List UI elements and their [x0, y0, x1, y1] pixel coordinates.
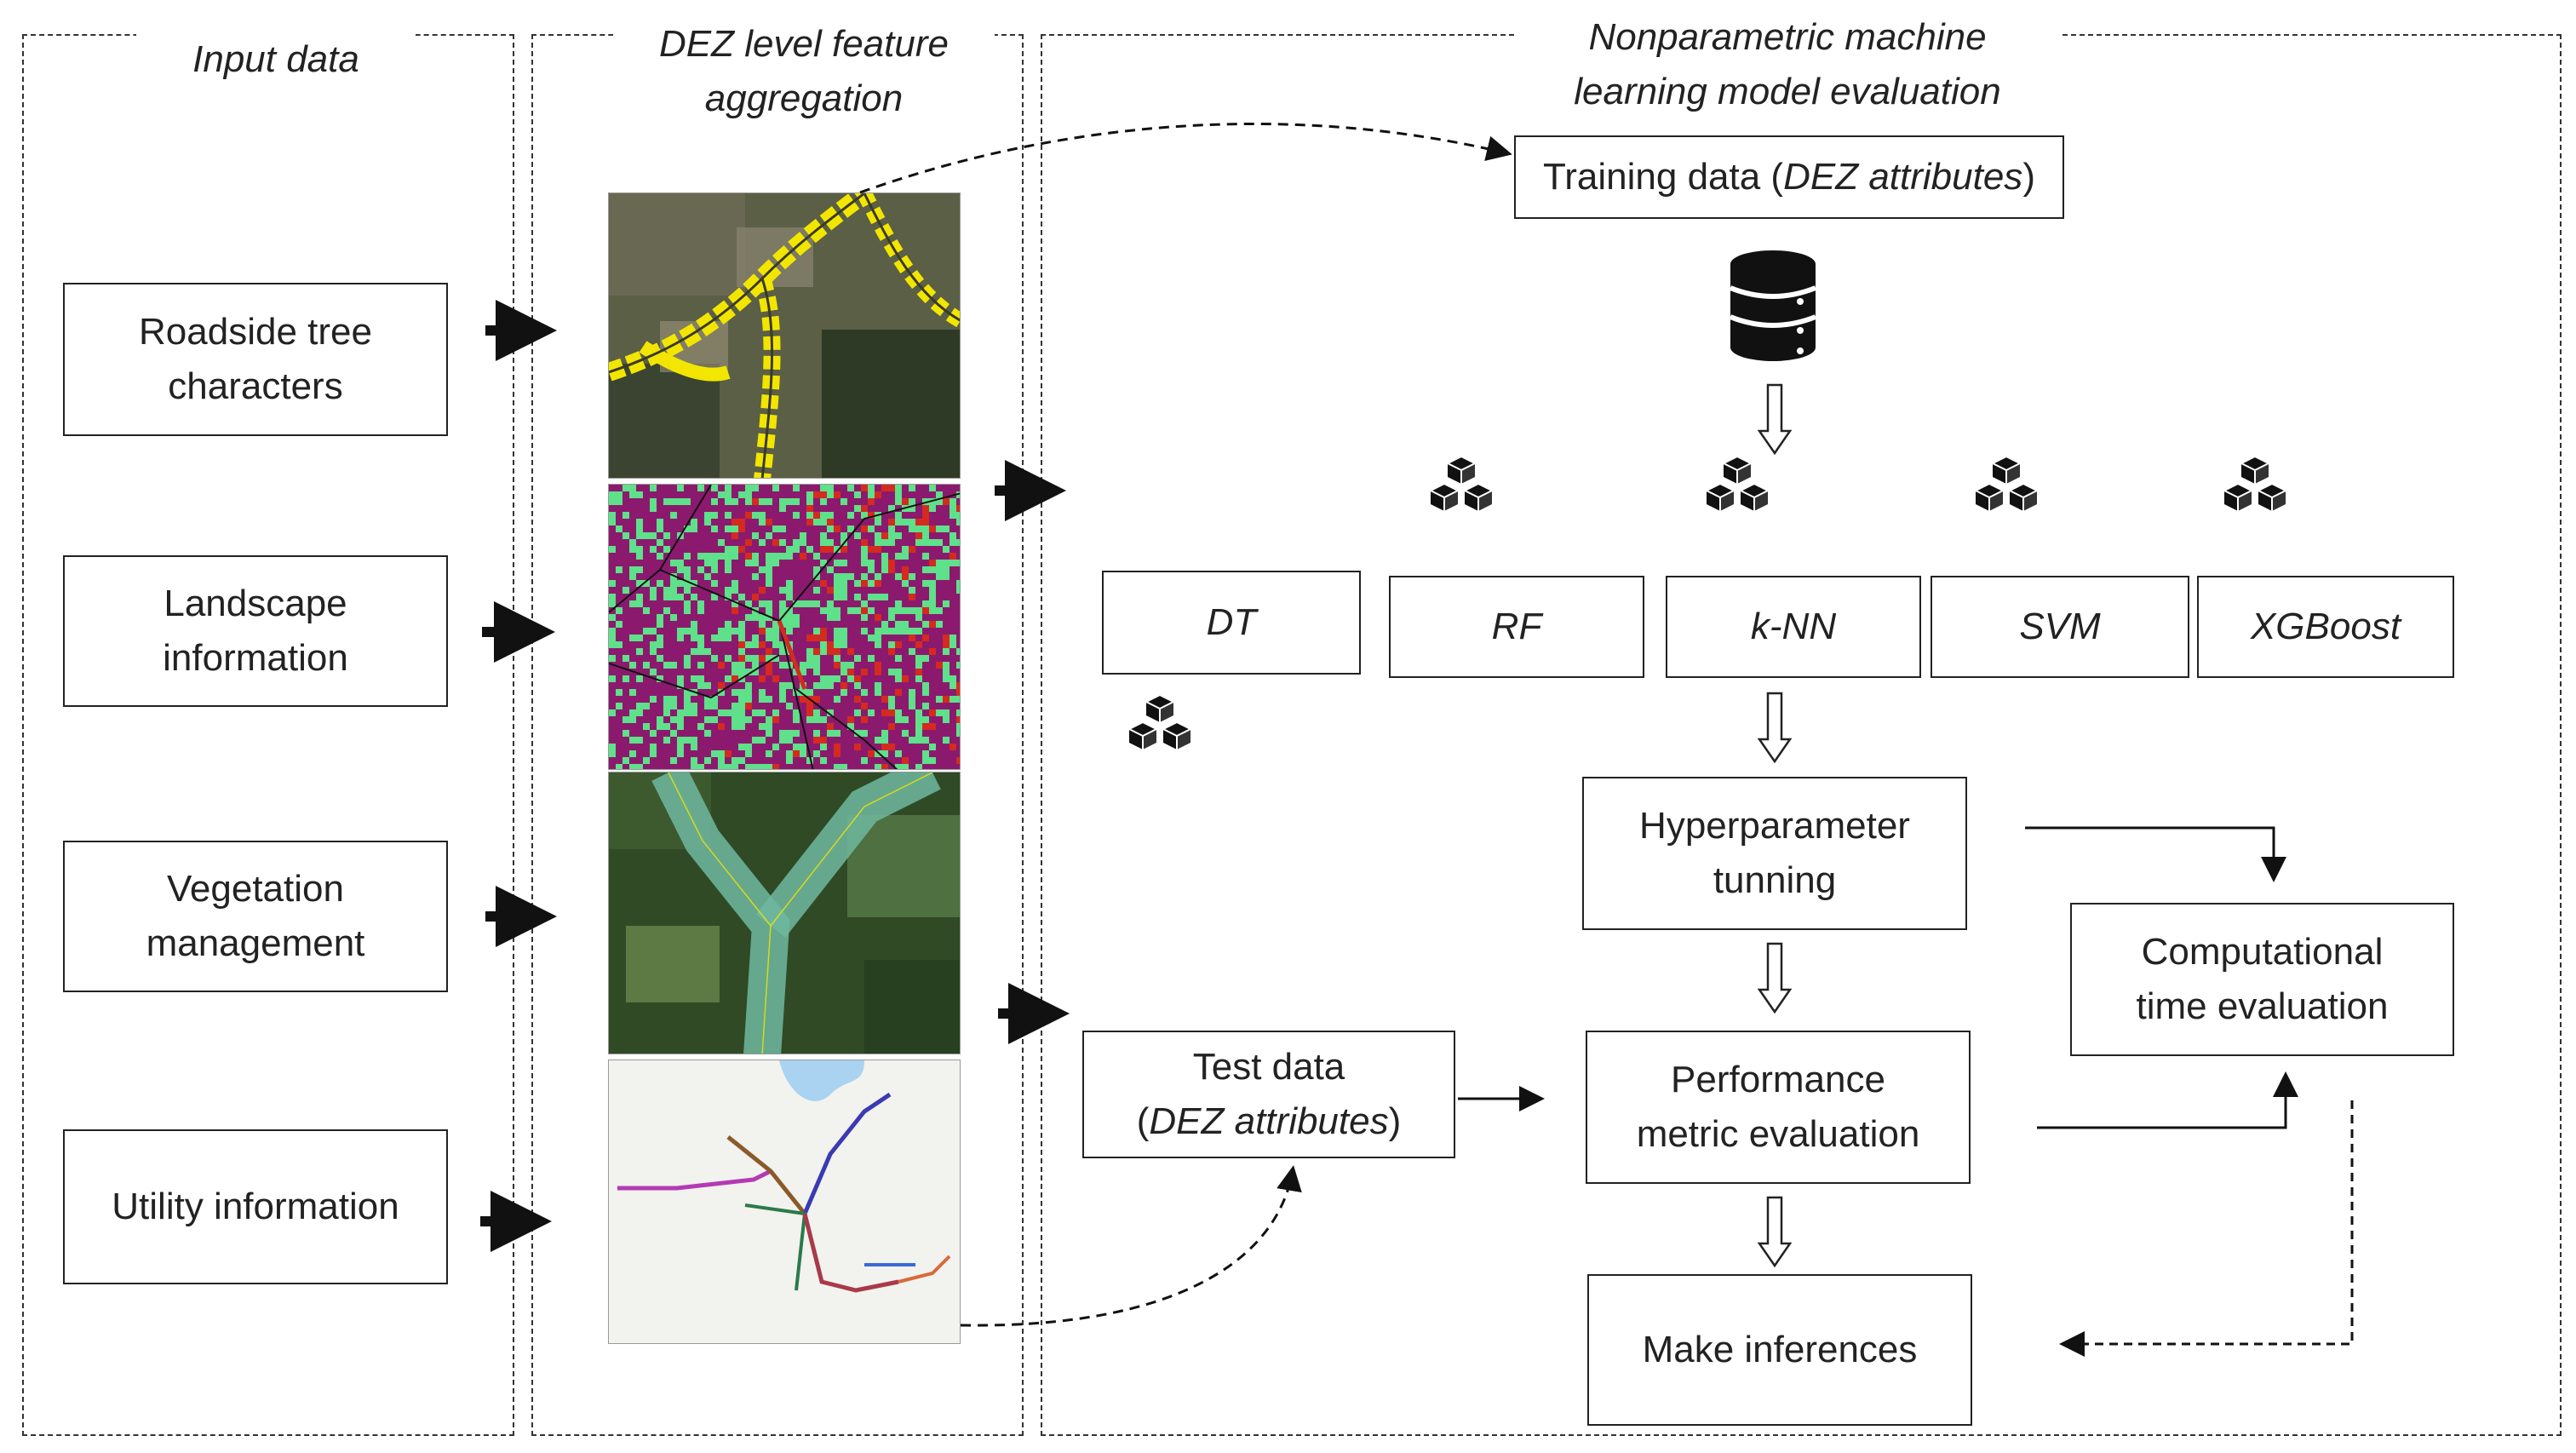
- hollow-arrow-db-to-models: [1757, 383, 1793, 456]
- model-title-line1: Nonparametric machine: [1588, 16, 1987, 58]
- comp-line2: time evaluation: [2136, 985, 2389, 1027]
- performance-metric-box: Performance metric evaluation: [1586, 1031, 1971, 1184]
- model-evaluation-title: Nonparametric machine learning model eva…: [1516, 10, 2059, 119]
- utility-information-box: Utility information: [63, 1129, 448, 1284]
- test-line2: (DEZ attributes): [1137, 1094, 1402, 1149]
- input-label-line1: Landscape: [164, 583, 347, 624]
- cubes-network-icon: [2217, 448, 2292, 527]
- input-label-line2: management: [146, 922, 365, 964]
- roadside-tree-map-image: [608, 192, 961, 479]
- input-label-line1: Utility information: [112, 1186, 399, 1227]
- input-arrows: [480, 300, 1070, 1252]
- input-label-line1: Vegetation: [167, 868, 344, 910]
- vegetation-management-image: [608, 772, 961, 1054]
- dashed-arrow-to-test: [960, 1165, 1302, 1327]
- input-label-line1: Roadside tree: [139, 311, 372, 353]
- arrow-perf-to-comp: [2037, 1071, 2298, 1129]
- input-label-line2: characters: [168, 365, 343, 407]
- landscape-raster-image: [608, 484, 961, 770]
- dez-title-line1: DEZ level feature: [659, 23, 949, 65]
- hollow-arrow-hyper-to-perf: [1757, 942, 1793, 1014]
- model-label: k-NN: [1750, 606, 1837, 647]
- test-suffix: ): [1388, 1100, 1402, 1142]
- model-label: RF: [1491, 606, 1542, 647]
- test-italic: DEZ attributes: [1149, 1100, 1389, 1142]
- dez-aggregation-title: DEZ level feature aggregation: [613, 17, 995, 126]
- test-data-box: Test data (DEZ attributes): [1082, 1031, 1455, 1158]
- hollow-arrow-models-to-hyper: [1757, 692, 1793, 764]
- model-label: XGBoost: [2250, 606, 2401, 647]
- cubes-network-icon: [1700, 448, 1775, 527]
- infer-label: Make inferences: [1642, 1329, 1918, 1370]
- model-box-dt: DT: [1102, 571, 1361, 675]
- arrow-hyper-to-comp: [2025, 826, 2286, 882]
- model-label: DT: [1206, 601, 1257, 643]
- database-icon: [1729, 250, 1817, 361]
- model-label: SVM: [2019, 606, 2101, 647]
- hyper-line1: Hyperparameter: [1639, 805, 1910, 847]
- roadside-tree-box: Roadside tree characters: [63, 283, 448, 436]
- training-prefix: Training data (: [1543, 156, 1784, 198]
- training-suffix: ): [2022, 156, 2035, 198]
- test-line1: Test data: [1192, 1046, 1345, 1088]
- hyper-line2: tunning: [1713, 859, 1837, 901]
- hollow-arrow-perf-to-infer: [1757, 1196, 1793, 1268]
- comp-line1: Computational: [2141, 931, 2384, 973]
- make-inferences-box: Make inferences: [1587, 1274, 1972, 1426]
- model-title-line2: learning model evaluation: [1574, 71, 2001, 112]
- input-data-title: Input data: [136, 32, 416, 87]
- perf-line2: metric evaluation: [1636, 1113, 1920, 1155]
- training-italic: DEZ attributes: [1783, 156, 2023, 198]
- utility-network-map-image: [608, 1060, 961, 1344]
- computational-time-box: Computational time evaluation: [2070, 903, 2454, 1056]
- perf-line1: Performance: [1671, 1059, 1885, 1100]
- cubes-network-icon: [1969, 448, 2044, 527]
- dashed-arrow-to-training: [859, 122, 1512, 194]
- input-label-line2: information: [163, 637, 348, 679]
- vegetation-management-box: Vegetation management: [63, 841, 448, 992]
- model-box-xgboost: XGBoost: [2197, 576, 2454, 678]
- cubes-network-icon: [1424, 448, 1499, 527]
- model-box-knn: k-NN: [1666, 576, 1921, 678]
- training-data-box: Training data (DEZ attributes): [1514, 135, 2064, 219]
- test-prefix: (: [1136, 1100, 1150, 1142]
- dez-title-line2: aggregation: [704, 78, 904, 119]
- model-box-svm: SVM: [1931, 576, 2189, 678]
- model-box-rf: RF: [1389, 576, 1644, 678]
- landscape-cells: [609, 485, 960, 769]
- training-data-label: Training data (DEZ attributes): [1543, 150, 2035, 204]
- hyperparameter-tuning-box: Hyperparameter tunning: [1582, 777, 1967, 930]
- landscape-information-box: Landscape information: [63, 555, 448, 707]
- cubes-network-icon: [1122, 686, 1197, 766]
- dashed-arrow-comp-to-infer: [2059, 1100, 2354, 1357]
